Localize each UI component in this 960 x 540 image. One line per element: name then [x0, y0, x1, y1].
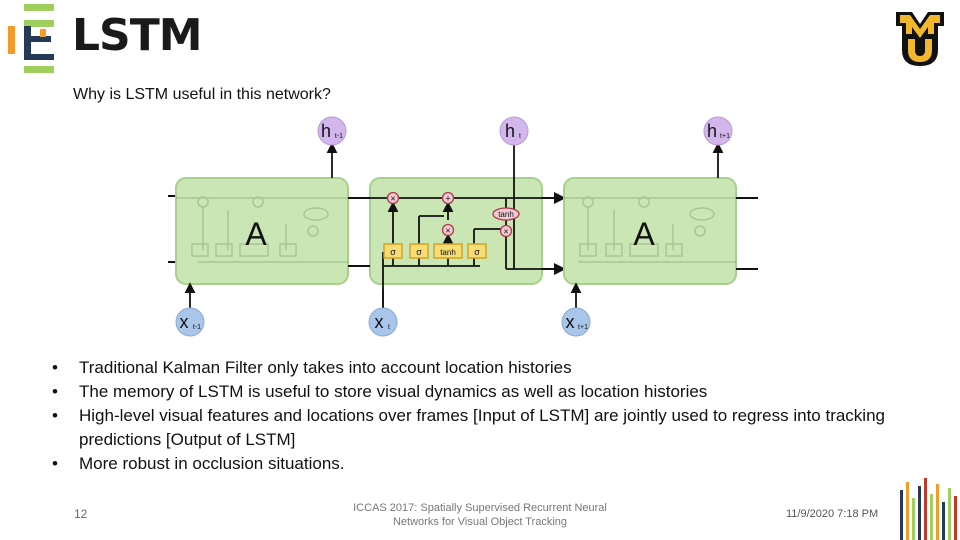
mizzou-logo-icon	[896, 12, 944, 66]
input-x-next-subscript: t+1	[578, 324, 588, 331]
gate-sigma-2-label: σ	[416, 247, 422, 257]
footer-citation: ICCAS 2017: Spatially Supervised Recurre…	[353, 502, 607, 528]
bullet-item: The memory of LSTM is useful to store vi…	[52, 380, 957, 404]
op-multiply-output-label: ×	[503, 227, 508, 237]
slide-title: LSTM	[72, 10, 203, 61]
output-h-current-subscript: t	[519, 133, 521, 140]
output-node-h-next	[703, 116, 733, 146]
lstm-diagram: A σ σ tanh σ	[168, 116, 758, 337]
op-multiply-output	[499, 224, 513, 238]
input-x-current-label: x	[375, 312, 384, 332]
cell-label-right: A	[633, 216, 655, 252]
op-add	[441, 191, 455, 205]
op-multiply-forget	[386, 191, 400, 205]
input-x-next-label: x	[566, 312, 575, 332]
op-tanh-label: tanh	[498, 210, 514, 219]
input-x-prev-subscript: t-1	[193, 324, 201, 331]
input-node-x-next	[561, 307, 591, 337]
gate-sigma-2	[409, 243, 429, 259]
output-h-current-label: h	[505, 121, 515, 141]
input-x-prev-label: x	[180, 312, 189, 332]
output-h-next-label: h	[707, 121, 717, 141]
gate-tanh-label: tanh	[440, 248, 456, 257]
input-x-current-subscript: t	[388, 324, 390, 331]
output-h-prev-label: h	[321, 121, 331, 141]
slide-number: 12	[74, 507, 88, 521]
output-node-h-prev	[317, 116, 347, 146]
bullet-item: More robust in occlusion situations.	[52, 452, 957, 476]
op-multiply-forget-label: ×	[390, 194, 395, 204]
output-node-h-current	[499, 116, 529, 146]
input-node-x-current	[368, 307, 398, 337]
input-node-x-prev	[175, 307, 205, 337]
op-multiply-input	[441, 223, 455, 237]
lstm-cell-left	[175, 177, 349, 285]
cell-label-left: A	[245, 216, 267, 252]
output-h-next-subscript: t+1	[720, 133, 730, 140]
bullet-item: Traditional Kalman Filter only takes int…	[52, 356, 957, 380]
gate-tanh	[433, 243, 463, 259]
op-multiply-input-label: ×	[445, 226, 450, 236]
slide-subtitle: Why is LSTM useful in this network?	[73, 86, 331, 103]
op-tanh	[492, 207, 520, 221]
gate-sigma-3	[467, 243, 487, 259]
footer-date: 11/9/2020 7:18 PM	[786, 508, 879, 520]
gate-sigma-1	[383, 243, 403, 259]
bullet-list: Traditional Kalman Filter only takes int…	[52, 356, 957, 476]
corner-bars-decoration-icon	[900, 478, 957, 540]
output-h-prev-subscript: t-1	[335, 133, 343, 140]
lstm-cell-right	[563, 177, 737, 285]
bullet-item: High-level visual features and locations…	[52, 404, 957, 452]
gate-sigma-1-label: σ	[390, 247, 396, 257]
ie-logo-icon	[8, 4, 54, 73]
gate-sigma-3-label: σ	[474, 247, 480, 257]
op-add-label: +	[445, 194, 450, 204]
